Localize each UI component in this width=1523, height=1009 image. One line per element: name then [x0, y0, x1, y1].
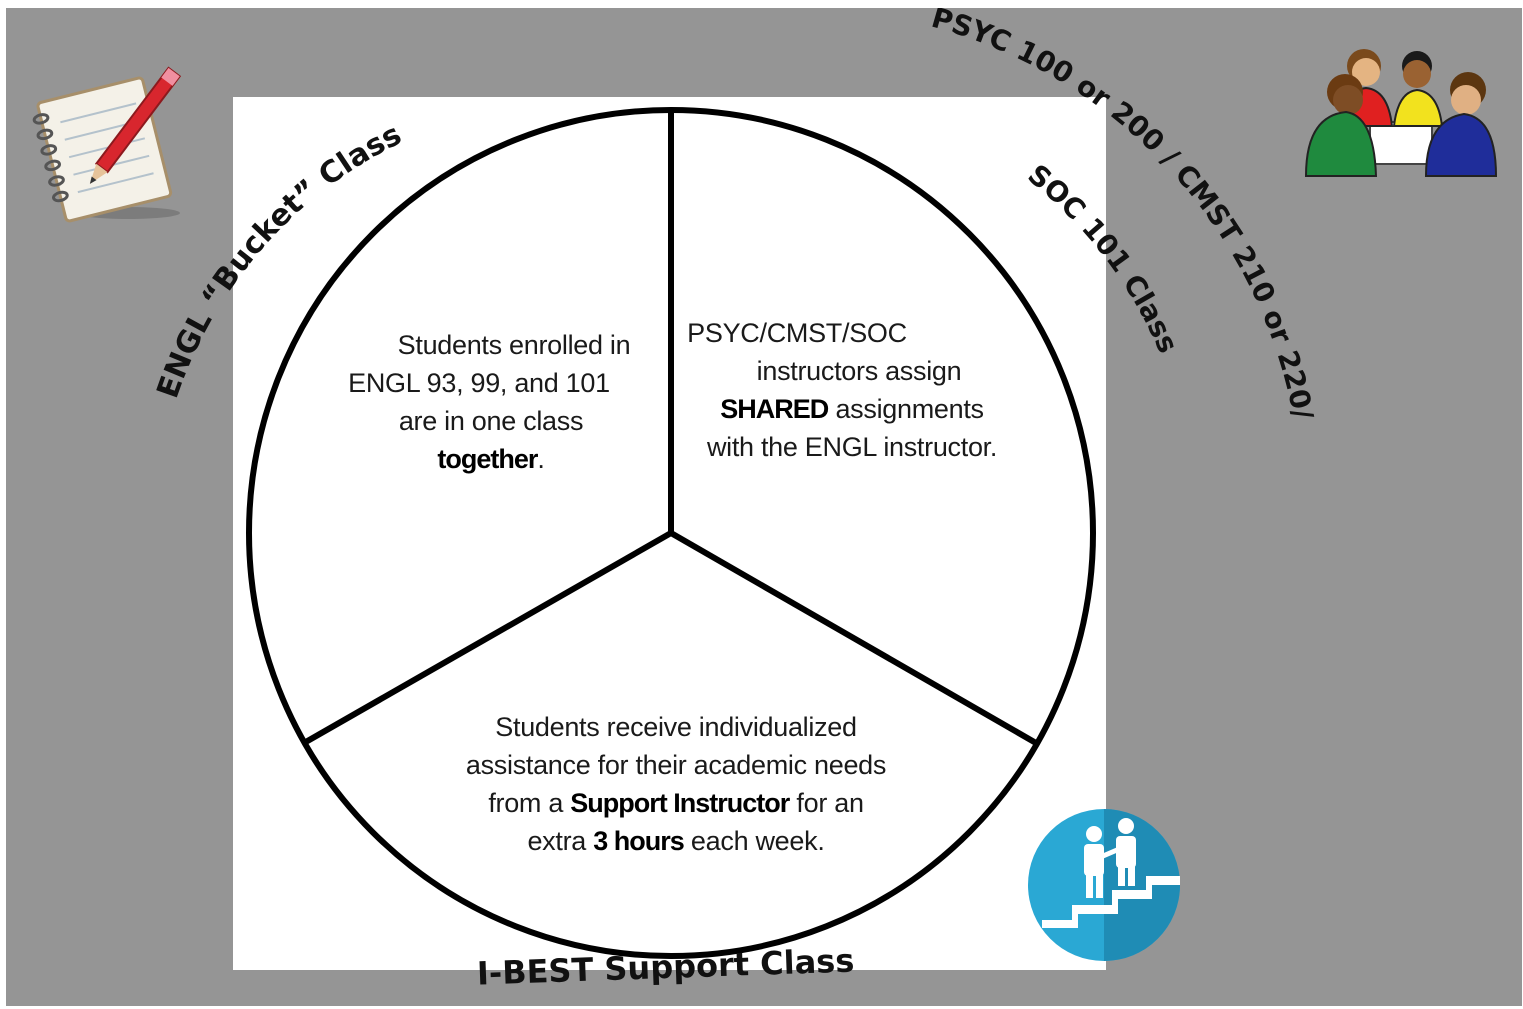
engl-segment-line2: ENGL 93, 99, and 101	[348, 368, 610, 398]
psyc-segment-line3-rest: assignments	[828, 394, 984, 424]
shared-strong: SHARED	[720, 394, 829, 424]
notepad-pencil-icon	[32, 66, 182, 223]
ibest-segment-line2: assistance for their academic needs	[465, 750, 887, 780]
psyc-segment-line4: with the ENGL instructor.	[706, 432, 998, 462]
stairs-support-icon	[1028, 809, 1180, 961]
engl-segment-period: .	[537, 444, 545, 474]
divider-left	[302, 530, 673, 746]
ibest-segment-line1: Students receive individualized	[495, 712, 857, 742]
support-instructor-strong: Support Instructor	[570, 788, 790, 818]
divider-right	[669, 530, 1038, 746]
ibest-line4-pre: extra	[527, 826, 594, 856]
ibest-line4-post: each week.	[683, 826, 825, 856]
engl-segment-text: Students enrolled in ENGL 93, 99, and 10…	[326, 326, 656, 478]
ibest-segment-text: Students receive individualized assistan…	[426, 708, 926, 860]
engl-segment-line1: Students enrolled in	[397, 330, 631, 360]
psyc-segment-line2: instructors assign	[756, 356, 962, 386]
engl-segment-line4: together.	[326, 440, 656, 478]
engl-segment-line3: are in one class	[398, 406, 584, 436]
ibest-segment-line3: from a Support Instructor for an	[426, 784, 926, 822]
ibest-line3-pre: from a	[488, 788, 571, 818]
psyc-segment-line3: SHARED assignments	[682, 390, 1022, 428]
psyc-segment-text: PSYC/CMST/SOC instructors assign SHARED …	[682, 314, 1022, 466]
group-discussion-icon	[1304, 49, 1498, 177]
three-hours-strong: 3 hours	[593, 826, 685, 856]
ibest-line3-post: for an	[789, 788, 864, 818]
cycle-diagram: ENGL “Bucket” Class SOC 101 Class PSYC 1…	[32, 8, 1498, 993]
psyc-segment-line1: PSYC/CMST/SOC	[687, 318, 907, 348]
diagram-canvas: ENGL “Bucket” Class SOC 101 Class PSYC 1…	[6, 8, 1522, 1006]
together-strong: together	[437, 444, 538, 474]
ibest-segment-line4: extra 3 hours each week.	[426, 822, 926, 860]
